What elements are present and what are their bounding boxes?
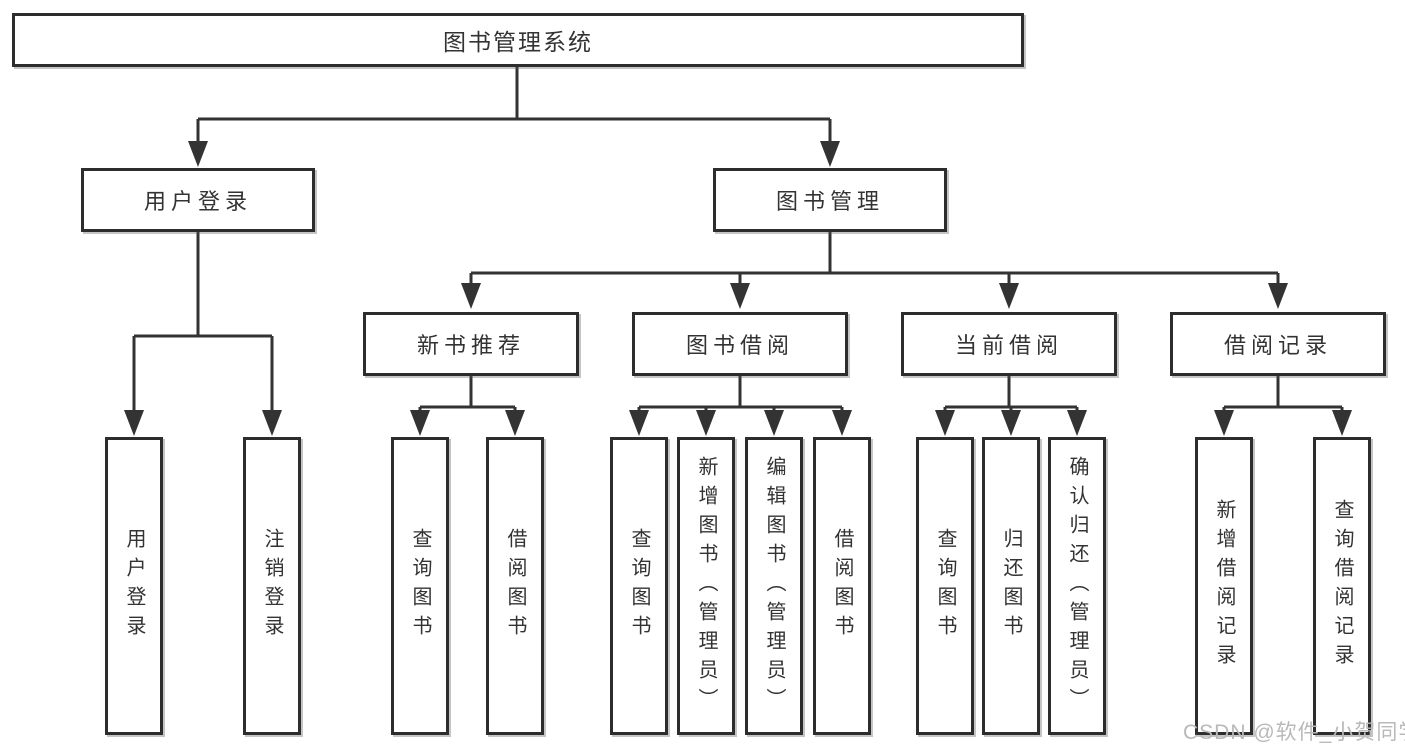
node-user-login: 用户登录 bbox=[81, 168, 315, 232]
leaf-query-books-borrow: 查询图书 bbox=[610, 437, 668, 735]
leaf-return-book-label: 归还图书 bbox=[1000, 528, 1022, 644]
csdn-watermark: CSDN @软件_小贺同学 bbox=[1183, 721, 1405, 744]
leaf-add-borrow-record: 新增借阅记录 bbox=[1195, 437, 1253, 735]
arrowheads bbox=[124, 141, 1352, 436]
leaf-confirm-return-admin: 确认归还（管理员） bbox=[1048, 437, 1106, 735]
leaf-query-books-recommend-label: 查询图书 bbox=[409, 528, 431, 644]
node-new-book-recommend: 新书推荐 bbox=[363, 312, 579, 376]
node-book-management: 图书管理 bbox=[713, 168, 947, 232]
leaf-return-book: 归还图书 bbox=[982, 437, 1040, 735]
node-borrow-records: 借阅记录 bbox=[1170, 312, 1386, 376]
leaf-borrow-books-recommend-label: 借阅图书 bbox=[504, 528, 526, 644]
leaf-user-login: 用户登录 bbox=[105, 437, 163, 735]
leaf-borrow-books-recommend: 借阅图书 bbox=[486, 437, 544, 735]
node-book-borrow: 图书借阅 bbox=[632, 312, 848, 376]
leaf-query-books-recommend: 查询图书 bbox=[391, 437, 449, 735]
leaf-edit-book-admin-label: 编辑图书（管理员） bbox=[763, 455, 785, 717]
leaf-add-book-admin: 新增图书（管理员） bbox=[677, 437, 735, 735]
leaf-logout-label: 注销登录 bbox=[261, 528, 283, 644]
leaf-confirm-return-admin-label: 确认归还（管理员） bbox=[1066, 455, 1088, 717]
leaf-add-borrow-record-label: 新增借阅记录 bbox=[1213, 499, 1235, 673]
leaf-query-books-borrow-label: 查询图书 bbox=[628, 528, 650, 644]
leaf-user-login-label: 用户登录 bbox=[123, 528, 145, 644]
leaf-query-borrow-record: 查询借阅记录 bbox=[1313, 437, 1371, 735]
leaf-query-books-current: 查询图书 bbox=[916, 437, 974, 735]
leaf-add-book-admin-label: 新增图书（管理员） bbox=[695, 455, 717, 717]
node-root: 图书管理系统 bbox=[12, 13, 1024, 67]
leaf-edit-book-admin: 编辑图书（管理员） bbox=[745, 437, 803, 735]
leaf-query-borrow-record-label: 查询借阅记录 bbox=[1331, 499, 1353, 673]
leaf-borrow-books: 借阅图书 bbox=[813, 437, 871, 735]
node-current-borrow: 当前借阅 bbox=[901, 312, 1117, 376]
leaf-logout: 注销登录 bbox=[243, 437, 301, 735]
leaf-query-books-current-label: 查询图书 bbox=[934, 528, 956, 644]
leaf-borrow-books-label: 借阅图书 bbox=[831, 528, 853, 644]
